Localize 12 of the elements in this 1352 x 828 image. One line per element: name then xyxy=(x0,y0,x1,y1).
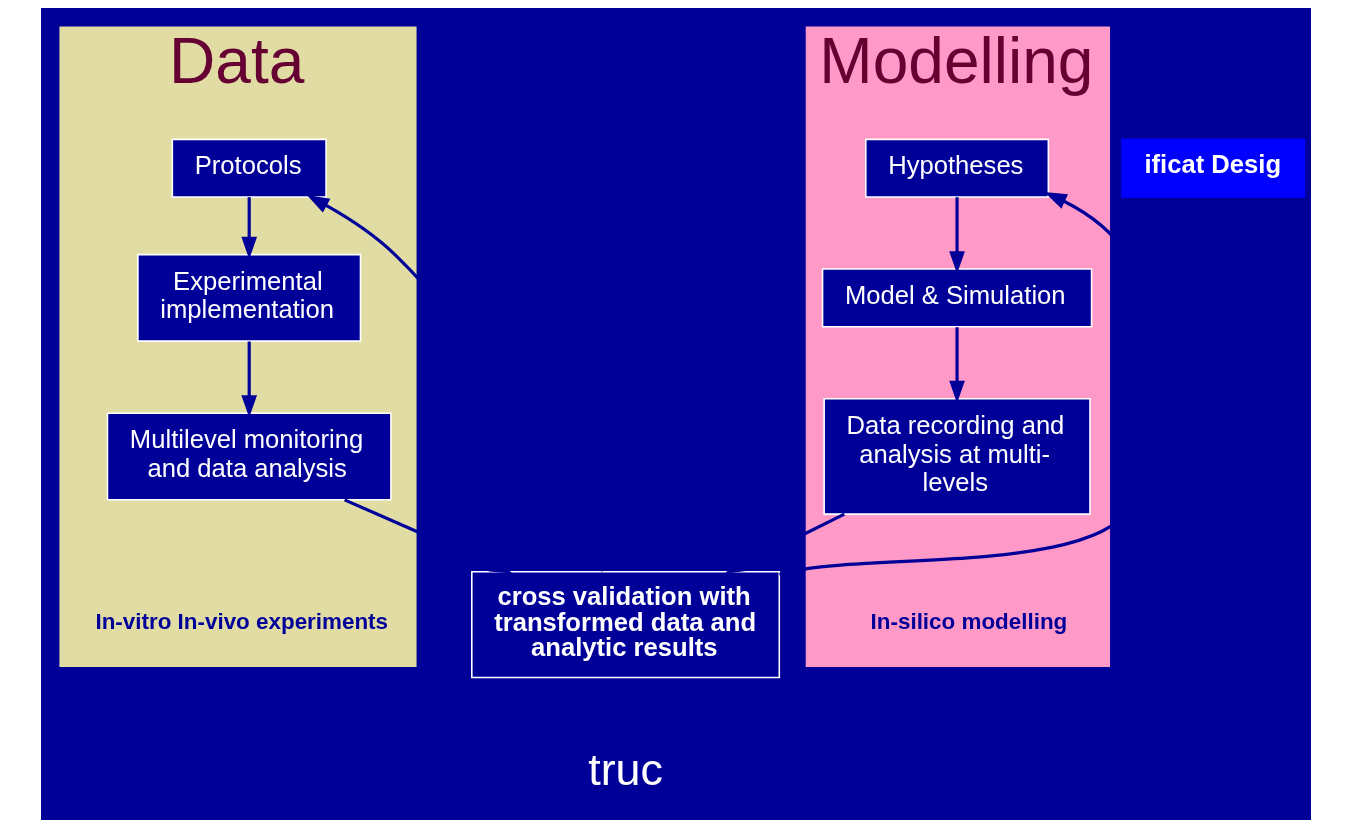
node-box: Multilevel monitoring and data analysis xyxy=(106,412,392,501)
node-box: Hypotheses xyxy=(865,138,1050,198)
node-box: cross validation with transformed data and analytic results xyxy=(471,570,781,679)
arrow xyxy=(344,498,513,574)
arrow xyxy=(306,195,605,572)
node-box: Model & Simulation xyxy=(821,268,1093,328)
node-box: Protocols xyxy=(171,138,327,198)
label: truc xyxy=(588,744,663,796)
arrow xyxy=(724,512,846,574)
node-box: ificat Desig xyxy=(1121,138,1306,198)
node-box: Data recording and analysis at multi-levels xyxy=(823,398,1091,515)
node-box: Experimental implementation xyxy=(137,253,362,342)
